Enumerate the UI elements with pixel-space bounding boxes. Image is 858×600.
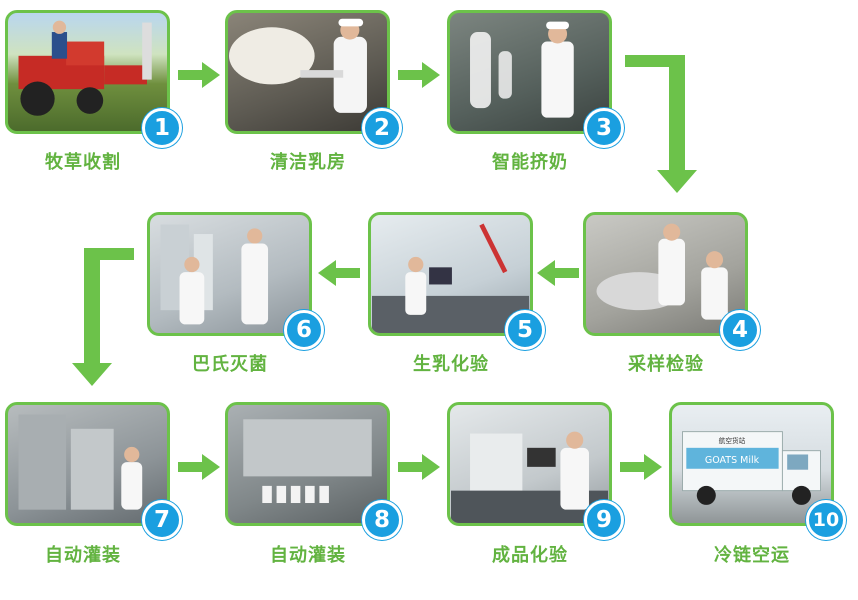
filling-illustration [18, 414, 143, 510]
product-lab-illustration [450, 431, 609, 523]
lab-illustration [371, 223, 530, 333]
arrow-right-icon [178, 454, 220, 480]
step-7-auto-filling: 7 [5, 402, 182, 540]
step-number-badge: 9 [584, 500, 624, 540]
step-label: 牧草收割 [45, 152, 121, 173]
raw-milk-lab-photo [368, 212, 533, 336]
sampling-photo [583, 212, 748, 336]
pasteurization-illustration [160, 224, 269, 325]
step-label: 成品化验 [492, 545, 568, 566]
step-5-raw-milk-testing: 5 [368, 212, 545, 350]
step-number-badge: 6 [284, 310, 324, 350]
arrow-right-icon [178, 62, 220, 88]
product-lab-photo [447, 402, 612, 526]
pasteurization-photo [147, 212, 312, 336]
step-label: 巴氏灭菌 [192, 354, 268, 375]
step-3-smart-milking: 3 [447, 10, 624, 148]
step-number-badge: 2 [362, 108, 402, 148]
cartons-illustration [243, 419, 372, 504]
filling-line-photo [5, 402, 170, 526]
step-number-badge: 5 [505, 310, 545, 350]
arrow-down-icon [625, 55, 697, 193]
step-label: 自动灌装 [270, 545, 346, 566]
arrow-right-icon [620, 454, 662, 480]
step-number-badge: 3 [584, 108, 624, 148]
cleaning-illustration [228, 18, 367, 113]
arrow-left-icon [537, 260, 579, 286]
truck-photo: GOATS Milk 航空货站 [669, 402, 834, 526]
step-6-pasteurization: 6 [147, 212, 324, 350]
truck-company-text: 航空货站 [719, 436, 746, 445]
step-label: 生乳化验 [413, 354, 489, 375]
step-number-badge: 8 [362, 500, 402, 540]
harvest-photo [5, 10, 170, 134]
arrow-down-icon [72, 248, 134, 386]
milking-photo [447, 10, 612, 134]
step-label: 自动灌装 [45, 545, 121, 566]
step-label: 采样检验 [628, 354, 704, 375]
step-label: 智能挤奶 [492, 152, 568, 173]
step-9-product-testing: 9 [447, 402, 624, 540]
step-1-harvest: 1 [5, 10, 182, 148]
step-number-badge: 10 [806, 500, 846, 540]
step-2-udder-cleaning: 2 [225, 10, 402, 148]
sampling-illustration [596, 223, 728, 320]
step-label: 清洁乳房 [270, 152, 346, 173]
step-label: 冷链空运 [714, 545, 790, 566]
arrow-right-icon [398, 454, 440, 480]
arrow-left-icon [318, 260, 360, 286]
step-10-cold-chain-transport: GOATS Milk 航空货站 10 [669, 402, 846, 540]
truck-brand-text: GOATS Milk [705, 455, 760, 466]
step-4-sampling: 4 [583, 212, 760, 350]
truck-illustration: GOATS Milk 航空货站 [682, 431, 821, 505]
carton-filling-photo [225, 402, 390, 526]
step-number-badge: 7 [142, 500, 182, 540]
udder-cleaning-photo [225, 10, 390, 134]
arrow-right-icon [398, 62, 440, 88]
milking-illustration [470, 21, 574, 118]
step-number-badge: 1 [142, 108, 182, 148]
step-number-badge: 4 [720, 310, 760, 350]
tractor-illustration [18, 20, 152, 116]
step-8-auto-filling: 8 [225, 402, 402, 540]
